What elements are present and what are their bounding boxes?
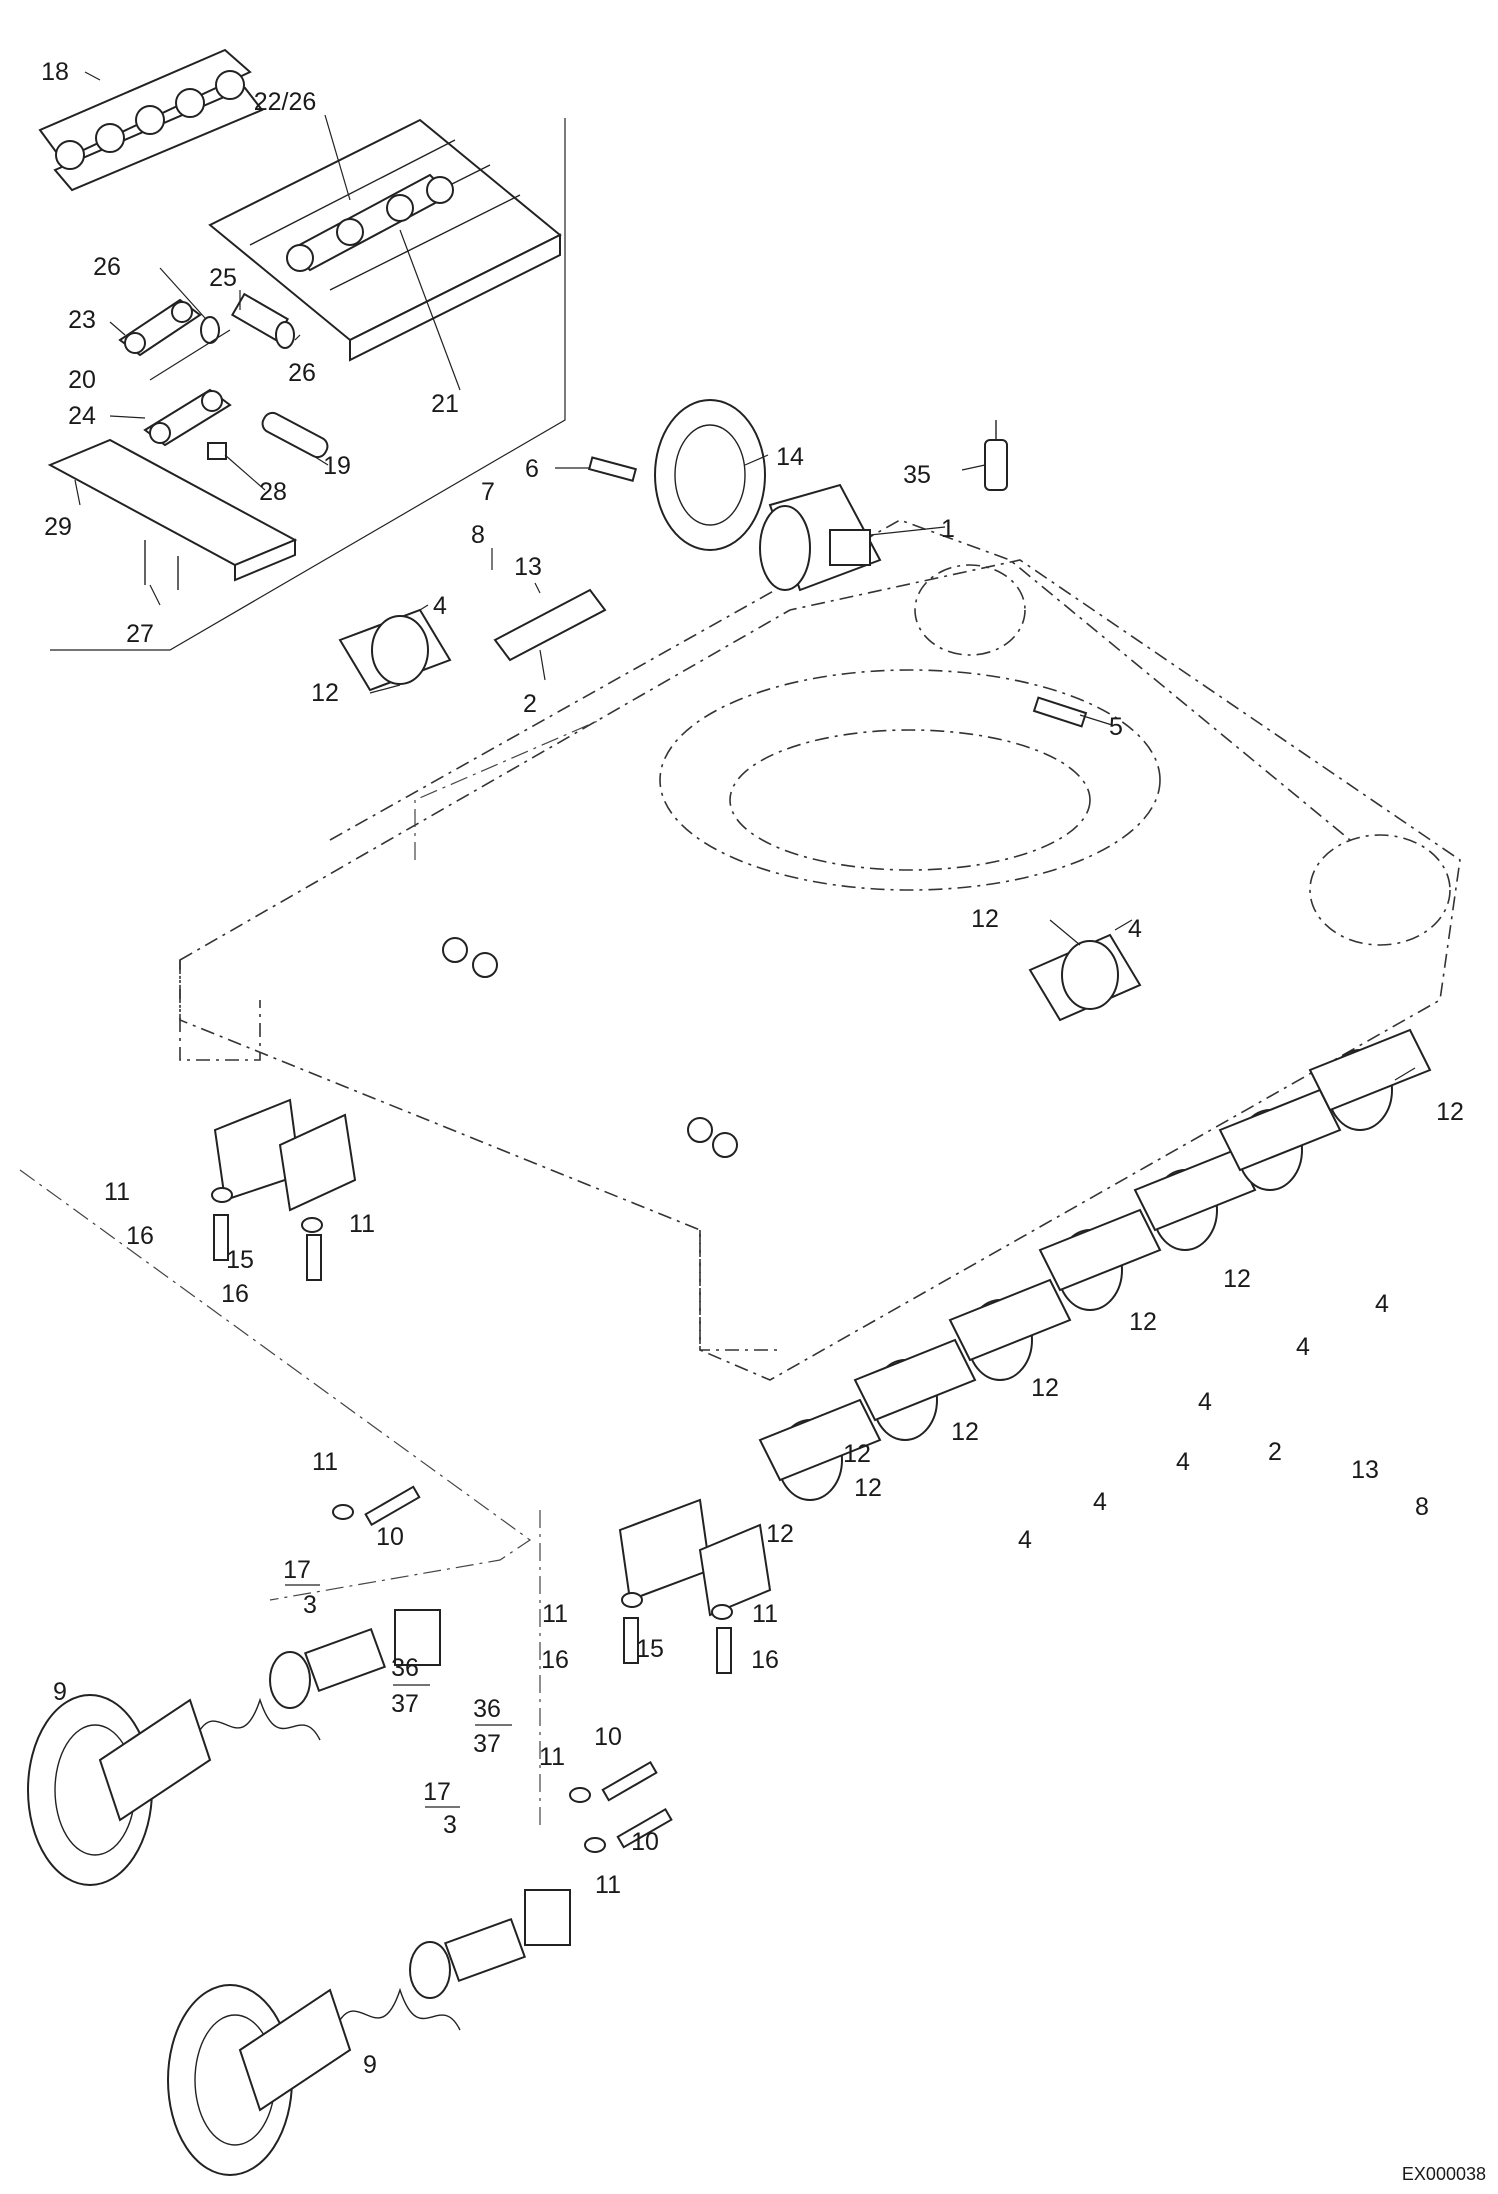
callout-leaders: [74, 71, 1416, 1081]
callout-label-c16c: 16: [541, 1646, 569, 1674]
idler-bolt-illustration: [364, 1485, 673, 1849]
callout-label-c21: 21: [431, 390, 459, 418]
callout-label-c13a: 13: [514, 553, 542, 581]
callout-label-c16b: 16: [221, 1280, 249, 1308]
callout-label-c22-26: 22/26: [254, 88, 317, 116]
callout-label-c29: 29: [44, 513, 72, 541]
track-chain-illustration: [38, 48, 264, 192]
callout-label-c12b: 12: [971, 905, 999, 933]
track-roller-row-illustration: [758, 1028, 1432, 1501]
callout-label-c4d: 4: [1296, 1333, 1310, 1361]
callout-label-c12j: 12: [766, 1520, 794, 1548]
callout-label-c12c: 12: [1436, 1098, 1464, 1126]
track-pin-illustration: [261, 411, 329, 459]
callout-label-c2b: 2: [1268, 1438, 1282, 1466]
callout-label-c4h: 4: [1018, 1526, 1032, 1554]
callout-label-c36a: 36: [391, 1654, 419, 1682]
callout-label-c4b: 4: [1128, 915, 1142, 943]
carrier-roller-illustration: [338, 608, 452, 692]
callout-label-c1: 1: [941, 515, 955, 543]
travel-motor-illustration: [759, 483, 882, 592]
callout-label-c4f: 4: [1176, 1448, 1190, 1476]
callout-label-c12e: 12: [1129, 1308, 1157, 1336]
grease-cartridge-illustration: [984, 420, 1008, 491]
callout-label-c12f: 12: [1031, 1374, 1059, 1402]
callout-label-c8b: 8: [1415, 1493, 1429, 1521]
callout-label-c3b: 3: [443, 1811, 457, 1839]
callout-label-c2a: 2: [523, 690, 537, 718]
callout-label-c12d: 12: [1223, 1265, 1251, 1293]
carrier-roller-illustration: [1028, 933, 1142, 1022]
callout-label-c23: 23: [68, 306, 96, 334]
roller-guard-illustration: [213, 1098, 772, 1617]
undercarriage-frame-illustration: [19, 519, 1461, 1830]
callout-label-c20: 20: [68, 366, 96, 394]
callout-label-c4a: 4: [433, 592, 447, 620]
callout-label-c35: 35: [903, 461, 931, 489]
callout-label-c16d: 16: [751, 1646, 779, 1674]
callout-label-c25: 25: [209, 264, 237, 292]
callout-label-c16a: 16: [126, 1222, 154, 1250]
callout-label-c24: 24: [68, 402, 96, 430]
callout-label-c9b: 9: [363, 2051, 377, 2079]
callout-label-c37a: 37: [391, 1690, 419, 1718]
callout-label-c26a: 26: [93, 253, 121, 281]
callout-label-c3a: 3: [303, 1591, 317, 1619]
callout-label-c7: 7: [481, 478, 495, 506]
callout-label-c18: 18: [41, 58, 69, 86]
callout-label-c4c: 4: [1375, 1290, 1389, 1318]
sprocket-bolt-illustration: [587, 456, 637, 482]
hex-bolt-illustration: [213, 1214, 732, 1674]
callout-label-c15b: 15: [636, 1635, 664, 1663]
nut-illustration: [207, 442, 227, 460]
callout-label-c6: 6: [525, 455, 539, 483]
callout-label-c8a: 8: [471, 521, 485, 549]
sprocket-illustration: [654, 399, 766, 551]
track-shoe-assembly-illustration: [208, 118, 562, 362]
callout-label-c10c: 10: [631, 1828, 659, 1856]
callout-label-c36b: 36: [473, 1695, 501, 1723]
callout-label-c12h: 12: [843, 1440, 871, 1468]
callout-label-c27: 27: [126, 620, 154, 648]
callout-label-c10b: 10: [594, 1723, 622, 1751]
callout-label-c11g: 11: [595, 1871, 621, 1899]
callout-label-c12i: 12: [854, 1474, 882, 1502]
callout-label-c14: 14: [776, 443, 804, 471]
front-idler-assembly-illustration: [27, 1609, 441, 1886]
track-chain-inset: [38, 48, 566, 651]
callout-label-c12g: 12: [951, 1418, 979, 1446]
rear-idler-assembly-illustration: [167, 1889, 571, 2176]
callout-label-c28: 28: [259, 478, 287, 506]
callout-label-c11e: 11: [752, 1600, 778, 1628]
callout-label-c12a: 12: [311, 679, 339, 707]
mounting-bolt-illustration: [1032, 696, 1088, 728]
callout-label-c19: 19: [323, 452, 351, 480]
callout-label-c11a: 11: [104, 1178, 130, 1206]
callout-label-c17b: 17: [423, 1778, 451, 1806]
drawing-reference-number: EX000038: [1402, 2164, 1486, 2184]
callout-label-c10a: 10: [376, 1523, 404, 1551]
callout-label-c4e: 4: [1198, 1388, 1212, 1416]
callout-label-c11b: 11: [349, 1210, 375, 1238]
callout-label-c4g: 4: [1093, 1488, 1107, 1516]
callout-label-c37b: 37: [473, 1730, 501, 1758]
callout-label-c11c: 11: [312, 1448, 338, 1476]
callout-label-c17a: 17: [283, 1556, 311, 1584]
callout-label-c13b: 13: [1351, 1456, 1379, 1484]
callout-label-c11f: 11: [539, 1743, 565, 1771]
track-guard-illustration: [493, 588, 607, 662]
callout-label-c26b: 26: [288, 359, 316, 387]
washer-illustration: [211, 1187, 733, 1853]
callout-label-c11d: 11: [542, 1600, 568, 1628]
callout-label-c5: 5: [1109, 713, 1123, 741]
callout-label-c15a: 15: [226, 1246, 254, 1274]
callout-label-c9a: 9: [53, 1678, 67, 1706]
